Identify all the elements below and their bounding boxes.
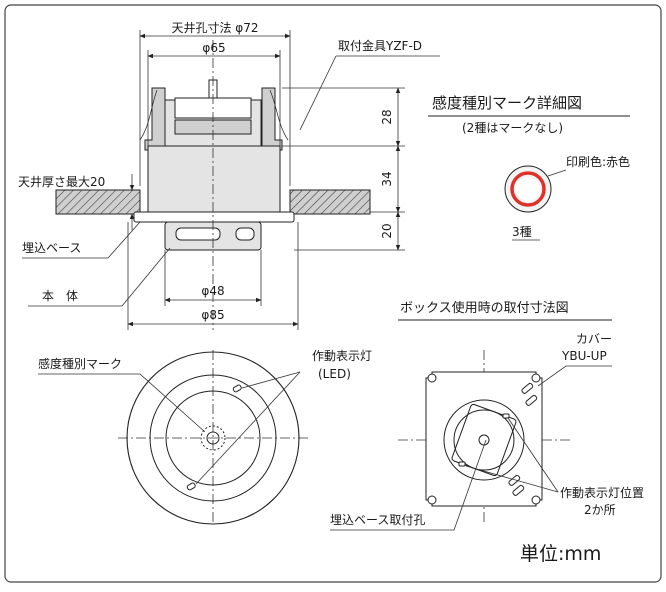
label-ceiling-hole: 天井孔寸法 φ72 xyxy=(171,21,258,35)
bracket-left xyxy=(144,87,166,151)
indicator-lamp-top xyxy=(232,384,242,393)
label-grade: 3種 xyxy=(512,225,532,239)
spring-left xyxy=(139,89,158,141)
label-d48: φ48 xyxy=(201,284,224,298)
main-body-window-2 xyxy=(235,227,255,241)
box-sensor-outer xyxy=(443,399,525,481)
label-h28: 28 xyxy=(380,109,394,124)
box-view-title: ボックス使用時の取付寸法図 xyxy=(400,300,569,316)
embed-base-flange xyxy=(133,211,295,223)
front-outer-flange xyxy=(126,351,300,525)
front-view: 感度種別マーク 作動表示灯 (LED) xyxy=(38,349,372,525)
label-h20: 20 xyxy=(380,223,394,238)
bracket-right xyxy=(261,87,283,151)
spring-right xyxy=(269,89,289,141)
label-lamp-position: 作動表示灯位置 xyxy=(560,485,644,500)
label-embed-base: 埋込ベース xyxy=(22,241,81,255)
label-mount-bracket: 取付金具YZF-D xyxy=(338,38,422,53)
unit-label: 単位:mm xyxy=(520,543,601,565)
mark-detail: 感度種別マーク詳細図 (2種はマークなし) 印刷色:赤色 3種 xyxy=(428,94,630,241)
label-sensitivity-mark: 感度種別マーク xyxy=(38,356,122,371)
ceiling-right xyxy=(289,189,371,215)
label-base-hole: 埋込ベース取付孔 xyxy=(330,513,425,527)
label-two-places: 2か所 xyxy=(584,503,616,517)
label-d85: φ85 xyxy=(201,308,224,322)
label-led: (LED) xyxy=(318,367,351,381)
label-cover-model: YBU-UP xyxy=(561,349,607,363)
label-print-color: 印刷色:赤色 xyxy=(566,155,630,169)
mark-red-ring xyxy=(510,171,546,207)
label-main-body: 本 体 xyxy=(42,289,78,303)
front-body-ring xyxy=(149,374,277,502)
mark-detail-subtitle: (2種はマークなし) xyxy=(462,121,563,135)
main-body-window xyxy=(175,227,221,241)
label-ceiling-thickness: 天井厚さ最大20 xyxy=(18,175,105,189)
label-cover: カバー xyxy=(576,332,612,346)
label-h34: 34 xyxy=(380,171,394,186)
side-view: 天井孔寸法 φ72 φ65 取付金具YZF-D 28 34 20 天井厚さ最大2… xyxy=(18,21,440,330)
front-sensor-lens xyxy=(200,425,226,451)
box-sensor-inner xyxy=(453,409,515,471)
label-d65: φ65 xyxy=(202,41,225,55)
indicator-lamp-bottom xyxy=(186,482,196,491)
front-inner-ring xyxy=(165,390,261,486)
label-indicator-lamp: 作動表示灯 xyxy=(312,349,372,363)
drawing-frame xyxy=(4,4,662,583)
box-view: ボックス使用時の取付寸法図 カバー YBU-UP 作動表示灯位置 2か所 埋込ベ… xyxy=(330,300,644,531)
sensor-housing xyxy=(147,145,281,213)
mark-detail-title: 感度種別マーク詳細図 xyxy=(432,94,582,112)
ceiling-left xyxy=(55,189,141,215)
